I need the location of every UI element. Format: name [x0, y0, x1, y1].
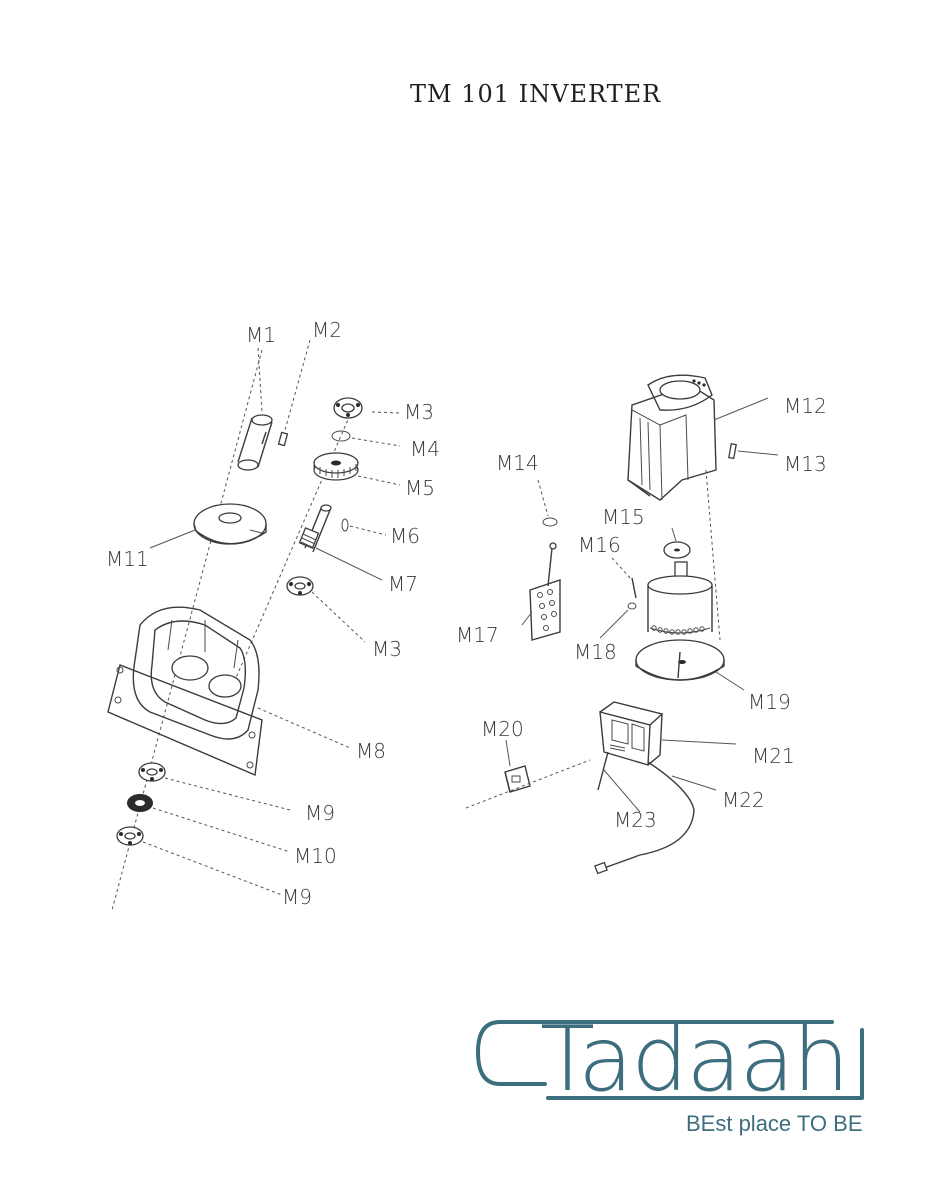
part-m21-box [599, 701, 664, 766]
logo-tagline: BEst place TO BE [686, 1111, 863, 1136]
label-m5: M5 [405, 476, 435, 500]
part-m10-bearing [127, 794, 153, 812]
label-m9-top: M9 [305, 801, 335, 825]
part-m14-ring [542, 517, 558, 527]
part-labels: M1 M2 M3 M4 M5 M6 M7 M3 M11 M8 M9 M10 M9… [106, 318, 827, 909]
left-assembly [107, 339, 401, 911]
part-m22-cord [603, 761, 695, 869]
label-m2: M2 [312, 318, 342, 342]
label-m3-top: M3 [404, 400, 434, 424]
part-m18-washer [627, 602, 637, 610]
logo-wordmark: Tadaah [540, 1007, 848, 1112]
part-m7-shaft [298, 504, 332, 553]
part-m17-board [529, 542, 561, 641]
label-m19: M19 [748, 690, 791, 714]
part-m9-bearing-bottom [116, 826, 144, 846]
label-m20: M20 [481, 717, 524, 741]
label-m10: M10 [294, 844, 337, 868]
part-m9-bearing-top [138, 762, 166, 782]
right-assembly [465, 374, 779, 875]
part-m4-ring [331, 430, 351, 442]
label-m23: M23 [614, 808, 657, 832]
brand-logo: Tadaah BEst place TO BE [476, 1007, 864, 1136]
label-m4: M4 [410, 437, 440, 461]
label-m18: M18 [574, 640, 617, 664]
part-m5-gear [313, 452, 359, 481]
label-m11: M11 [106, 547, 149, 571]
label-m14: M14 [496, 451, 539, 475]
label-m6: M6 [390, 524, 420, 548]
part-m8-housing [107, 606, 263, 777]
part-m1-tube [237, 414, 273, 471]
part-m12-cover [627, 374, 717, 501]
label-m8: M8 [356, 739, 386, 763]
part-m23-wire [597, 751, 609, 791]
label-m1: M1 [246, 323, 276, 347]
label-m7: M7 [388, 572, 418, 596]
label-m17: M17 [456, 623, 499, 647]
label-m15: M15 [602, 505, 645, 529]
part-m13-pin [728, 443, 737, 460]
part-m16-pin [631, 577, 637, 599]
part-m11-disc [193, 503, 267, 545]
diagram-title: TM 101 INVERTER [410, 80, 661, 108]
part-m19-motor [635, 561, 725, 681]
label-m9-bottom: M9 [282, 885, 312, 909]
part-m6-ring [341, 518, 349, 532]
part-m20-capacitor [504, 765, 531, 793]
part-m3-bearing-top [333, 397, 363, 419]
label-m16: M16 [578, 533, 621, 557]
label-m13: M13 [784, 452, 827, 476]
label-m22: M22 [722, 788, 765, 812]
label-m21: M21 [752, 744, 795, 768]
part-m2-pin [277, 431, 289, 447]
part-m15-gear [663, 541, 691, 559]
label-m12: M12 [784, 394, 827, 418]
label-m3-mid: M3 [372, 637, 402, 661]
part-m3-bearing-mid [286, 576, 314, 596]
